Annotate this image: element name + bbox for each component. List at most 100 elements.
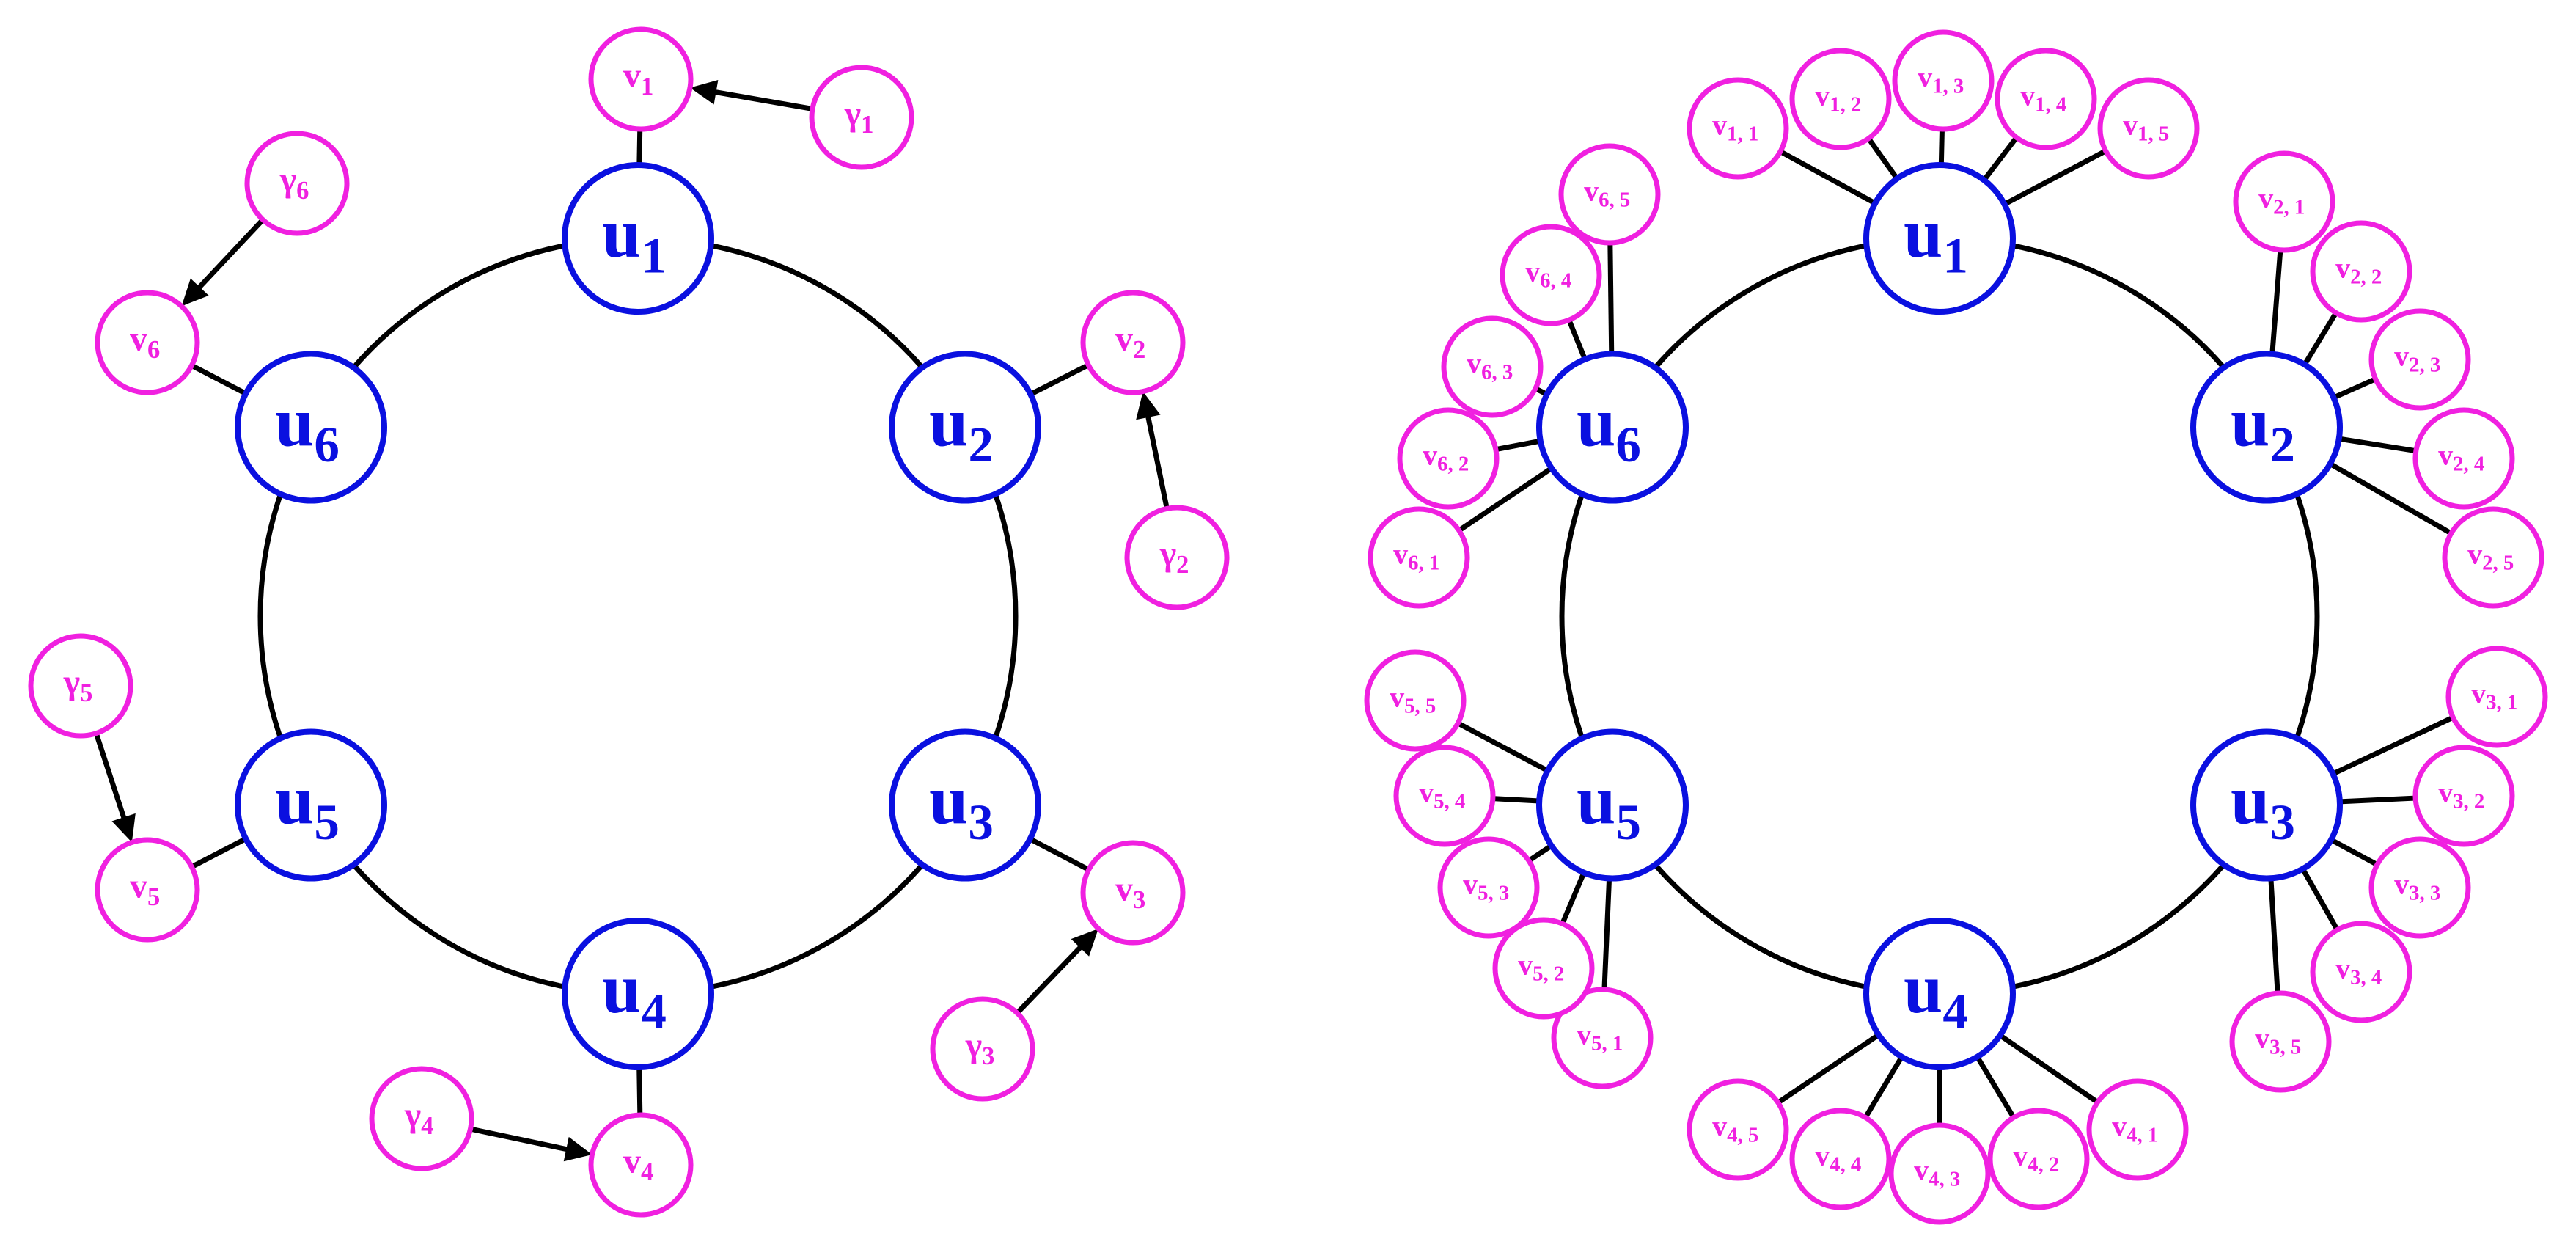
left-node-v2-label: v2 (1115, 319, 1145, 364)
right-cycle-edge (1653, 863, 1867, 990)
right-leaf-v6-4-label: v6, 4 (1525, 255, 1571, 292)
left-arrow-g5-head (111, 813, 136, 843)
right-leaf-v4-1-label: v4, 1 (2112, 1109, 2158, 1147)
right-edge-u5-leaf (1492, 796, 1540, 804)
right-edge-u5-leaf (1527, 844, 1553, 863)
left-edge-u1-v1 (636, 128, 643, 166)
right-leaf-v1-2-label: v1, 2 (1815, 78, 1861, 116)
right-leaf-v4-3-label: v4, 3 (1914, 1153, 1960, 1191)
left-node-g4-label: γ4 (404, 1095, 434, 1140)
left-arrow-g4-head (563, 1136, 592, 1162)
right-leaf-v5-2: v5, 2 (1492, 917, 1595, 1020)
right-hub-u1-label: u1 (1904, 194, 1968, 284)
right-hub-u3-circle (2190, 728, 2344, 882)
left-hub-u6-label: u6 (275, 382, 340, 472)
left-edge-u5-v5 (190, 836, 247, 869)
right-cycle-edge (2012, 243, 2226, 370)
left-hub-u2-label: u2 (929, 382, 994, 472)
right-edge-u4-leaf (1998, 1033, 2099, 1105)
right-hub-u1: u1 (1863, 162, 2016, 315)
left-arrow-g1 (690, 79, 813, 111)
right-leaf-v5-1: v5, 1 (1551, 987, 1654, 1089)
left-node-v6-circle (95, 290, 200, 395)
right-leaf-v5-4-label: v5, 4 (1419, 775, 1465, 813)
left-cycle (257, 243, 1019, 990)
right-edge-u3-leaf (2339, 795, 2416, 805)
right-leaf-v4-4-label: v4, 4 (1815, 1138, 1861, 1176)
right-hub-u4-circle (1863, 918, 2016, 1070)
left-node-g3-circle (930, 996, 1035, 1102)
right-edge-u1-leaf (1938, 128, 1945, 166)
right-hub-u2: u2 (2190, 351, 2344, 504)
left-node-v4-label: v4 (623, 1141, 653, 1186)
right-edge-u2-leaf (2333, 376, 2377, 401)
right-leaf-v5-3-circle (1437, 836, 1540, 939)
right-leaf-v6-4-circle (1500, 224, 1602, 326)
right-edge-u5-leaf (1601, 878, 1612, 990)
right-leaf-v2-1: v2, 1 (2233, 150, 2335, 253)
right-leaf-v2-3-label: v2, 3 (2394, 339, 2440, 376)
left-hub-u5-label: u5 (275, 760, 340, 850)
left-cycle-edge (257, 493, 283, 739)
left-cycle-edge (711, 863, 925, 990)
right-hub-u5: u5 (1535, 728, 1689, 882)
right-edge-u6-leaf (1457, 466, 1553, 533)
right-hub-u3-label: u3 (2231, 760, 2295, 850)
right-edge-u4-leaf (1863, 1055, 1904, 1119)
left-node-g3-label: γ3 (965, 1025, 995, 1070)
right-edge-u1-leaf (1866, 136, 1899, 180)
left-arrow-g3-head (1071, 928, 1098, 957)
left-hub-u6-circle (234, 351, 387, 504)
right-hub-u5-label: u5 (1577, 760, 1641, 850)
left-arrow-g2 (1136, 391, 1170, 510)
left-node-v1-circle (588, 26, 694, 132)
left-hub-u1-circle (562, 162, 714, 315)
right-leaf-v4-3-circle (1888, 1122, 1991, 1225)
left-cycle-edge (993, 493, 1019, 739)
left-hub-u4: u4 (562, 918, 714, 1070)
left-node-v5-circle (95, 837, 200, 943)
right-leaf-v3-3-circle (2368, 836, 2471, 939)
left-node-g6: γ6 (244, 131, 350, 236)
left-arrow-g3-shaft (1015, 943, 1085, 1015)
right-leaf-v4-2: v4, 2 (1987, 1108, 2090, 1210)
right-edge-u2-leaf (2338, 436, 2417, 454)
right-leaf-v5-1-circle (1551, 987, 1654, 1089)
right-leaf-v5-1-label: v5, 1 (1577, 1017, 1623, 1055)
right-leaf-v5-5-label: v5, 5 (1390, 680, 1436, 717)
right-leaf-v4-1: v4, 1 (2086, 1078, 2189, 1181)
right-leaf-v2-5-label: v2, 5 (2467, 537, 2514, 574)
left-node-v4: v4 (588, 1112, 694, 1218)
left-node-g1: γ1 (809, 65, 914, 170)
right-edge-u3-leaf (2330, 837, 2379, 867)
left-node-g5: γ5 (28, 633, 133, 739)
left-node-g4-circle (369, 1066, 474, 1171)
right-leaf-v1-1: v1, 1 (1687, 77, 1789, 180)
right-edge-u6-leaf (1495, 438, 1541, 453)
left-arrow-g6-head (181, 278, 209, 307)
right-hub-u6-label: u6 (1577, 382, 1641, 472)
left-hub-u3-label: u3 (929, 760, 994, 850)
right-leaf-v2-1-circle (2233, 150, 2335, 253)
left-hub-u3-circle (889, 728, 1042, 882)
right-leaf-v3-2: v3, 2 (2412, 745, 2515, 847)
right-leaf-v1-3: v1, 3 (1892, 29, 1995, 132)
left-node-g6-label: γ6 (279, 160, 309, 205)
right-leaf-v3-2-circle (2412, 745, 2515, 847)
right-leaf-v6-1: v6, 1 (1368, 506, 1470, 609)
right-cycle (1559, 243, 2320, 990)
left-edge-u4-v4 (636, 1067, 643, 1116)
right-leaf-v6-4: v6, 4 (1500, 224, 1602, 326)
left-arrow-g5-shaft (93, 732, 128, 822)
left-arrow-g6-shaft (195, 218, 265, 291)
right-hub-u2-circle (2190, 351, 2344, 504)
left-node-v3: v3 (1080, 840, 1186, 946)
right-leaf-v2-2: v2, 2 (2310, 220, 2412, 323)
left-arrow-g3 (1015, 928, 1098, 1015)
left-node-g5-circle (28, 633, 133, 739)
right-edge-u6-leaf (1607, 242, 1615, 354)
left-arrow-g2-shaft (1145, 414, 1170, 510)
right-leaf-v4-2-label: v4, 2 (2013, 1138, 2059, 1176)
